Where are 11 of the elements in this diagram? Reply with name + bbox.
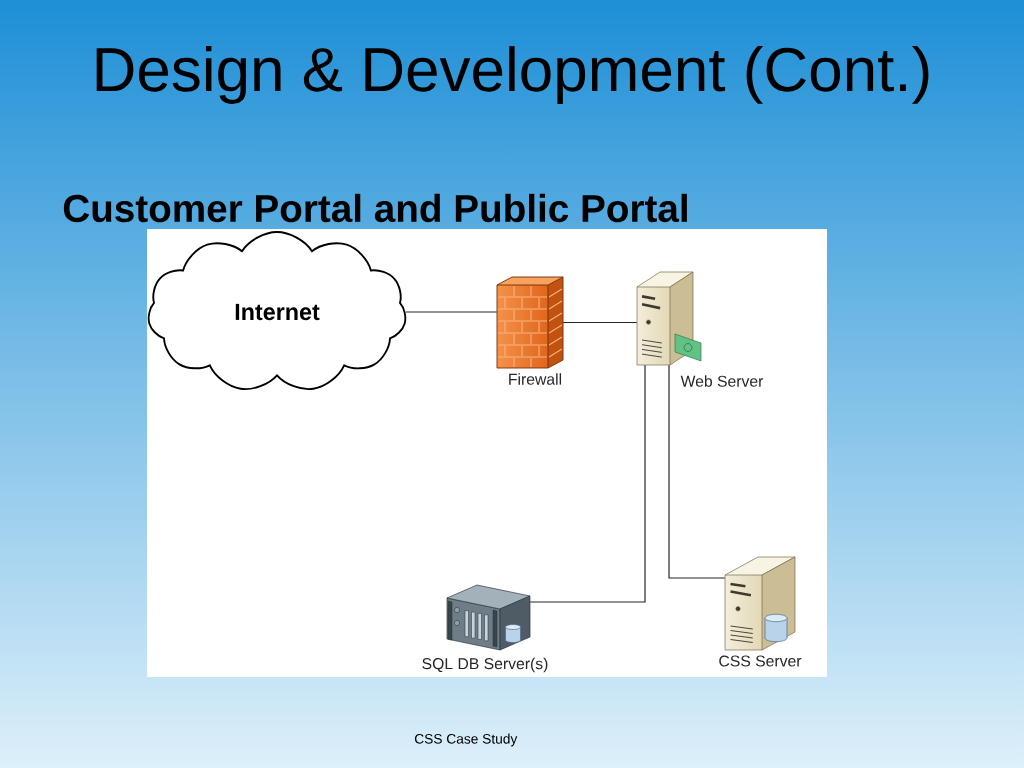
device-label: CSS Server — [719, 655, 802, 667]
slide-title: Design & Development (Cont.) — [96, 46, 929, 104]
footer-text: CSS Case Study — [414, 733, 518, 747]
device-label: Web Server — [680, 375, 764, 387]
connector-line — [562, 321, 638, 324]
connector-line — [668, 364, 726, 579]
connector-line — [529, 364, 646, 603]
connector-line — [405, 311, 498, 313]
device-label: SQL DB Server(s) — [422, 657, 548, 673]
slide-subtitle: Customer Portal and Public Portal — [63, 193, 687, 223]
device-label: Firewall — [509, 373, 562, 385]
